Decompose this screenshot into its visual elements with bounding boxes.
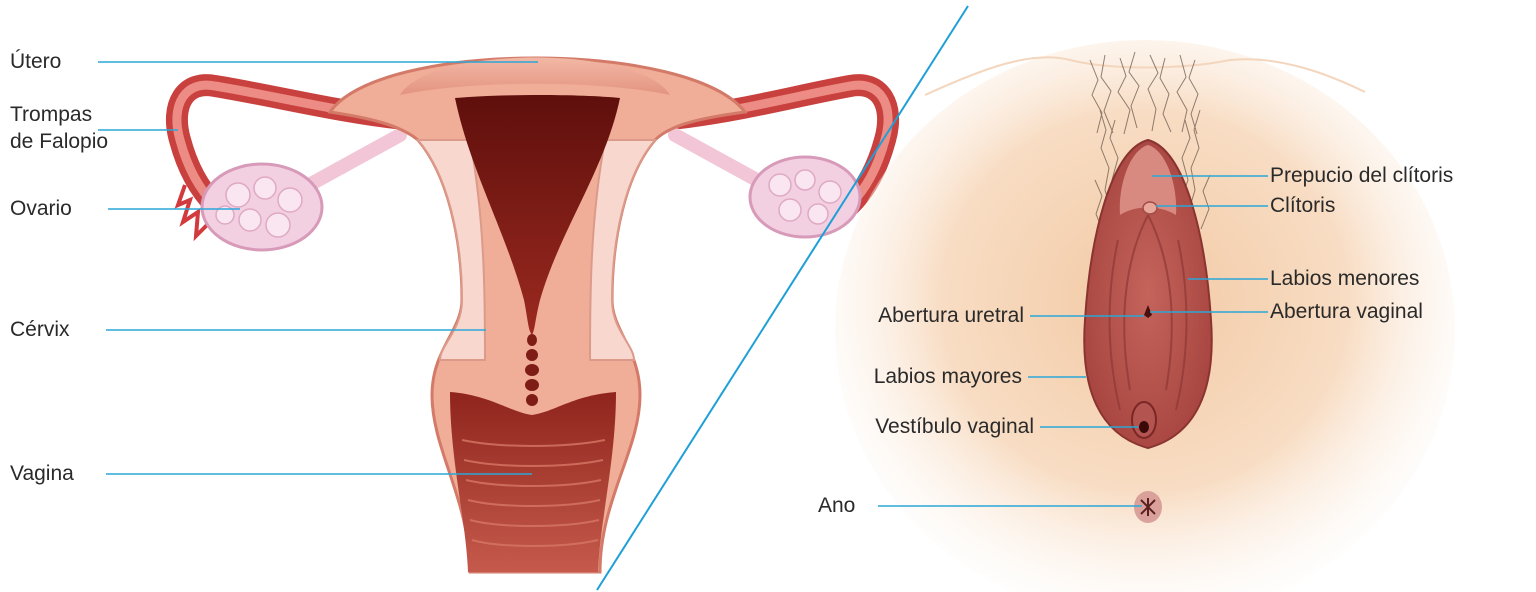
label-labios-mayores: Labios mayores: [874, 365, 1022, 389]
label-utero: Útero: [10, 50, 61, 74]
label-clitoris: Clítoris: [1270, 194, 1335, 218]
right-ovary: [750, 157, 860, 237]
label-trompas-line2: de Falopio: [10, 128, 108, 155]
clitoris: [1143, 202, 1157, 214]
left-ovarian-ligament: [300, 135, 400, 190]
label-ano: Ano: [818, 494, 855, 518]
internal-illustration: [177, 58, 888, 573]
label-trompas-line1: Trompas: [10, 101, 108, 128]
label-ovario: Ovario: [10, 197, 72, 221]
label-labios-menores: Labios menores: [1270, 267, 1419, 291]
label-vagina: Vagina: [10, 462, 74, 486]
label-abertura-vaginal: Abertura vaginal: [1270, 300, 1423, 324]
right-myometrium: [590, 140, 655, 360]
label-trompas: Trompas de Falopio: [10, 101, 108, 155]
label-prepucio: Prepucio del clítoris: [1270, 164, 1453, 188]
left-myometrium: [418, 140, 485, 360]
vaginal-introitus: [1139, 421, 1149, 433]
label-abertura-uretral: Abertura uretral: [878, 304, 1024, 328]
label-vestibulo: Vestíbulo vaginal: [875, 415, 1034, 439]
label-cervix: Cérvix: [10, 318, 70, 342]
